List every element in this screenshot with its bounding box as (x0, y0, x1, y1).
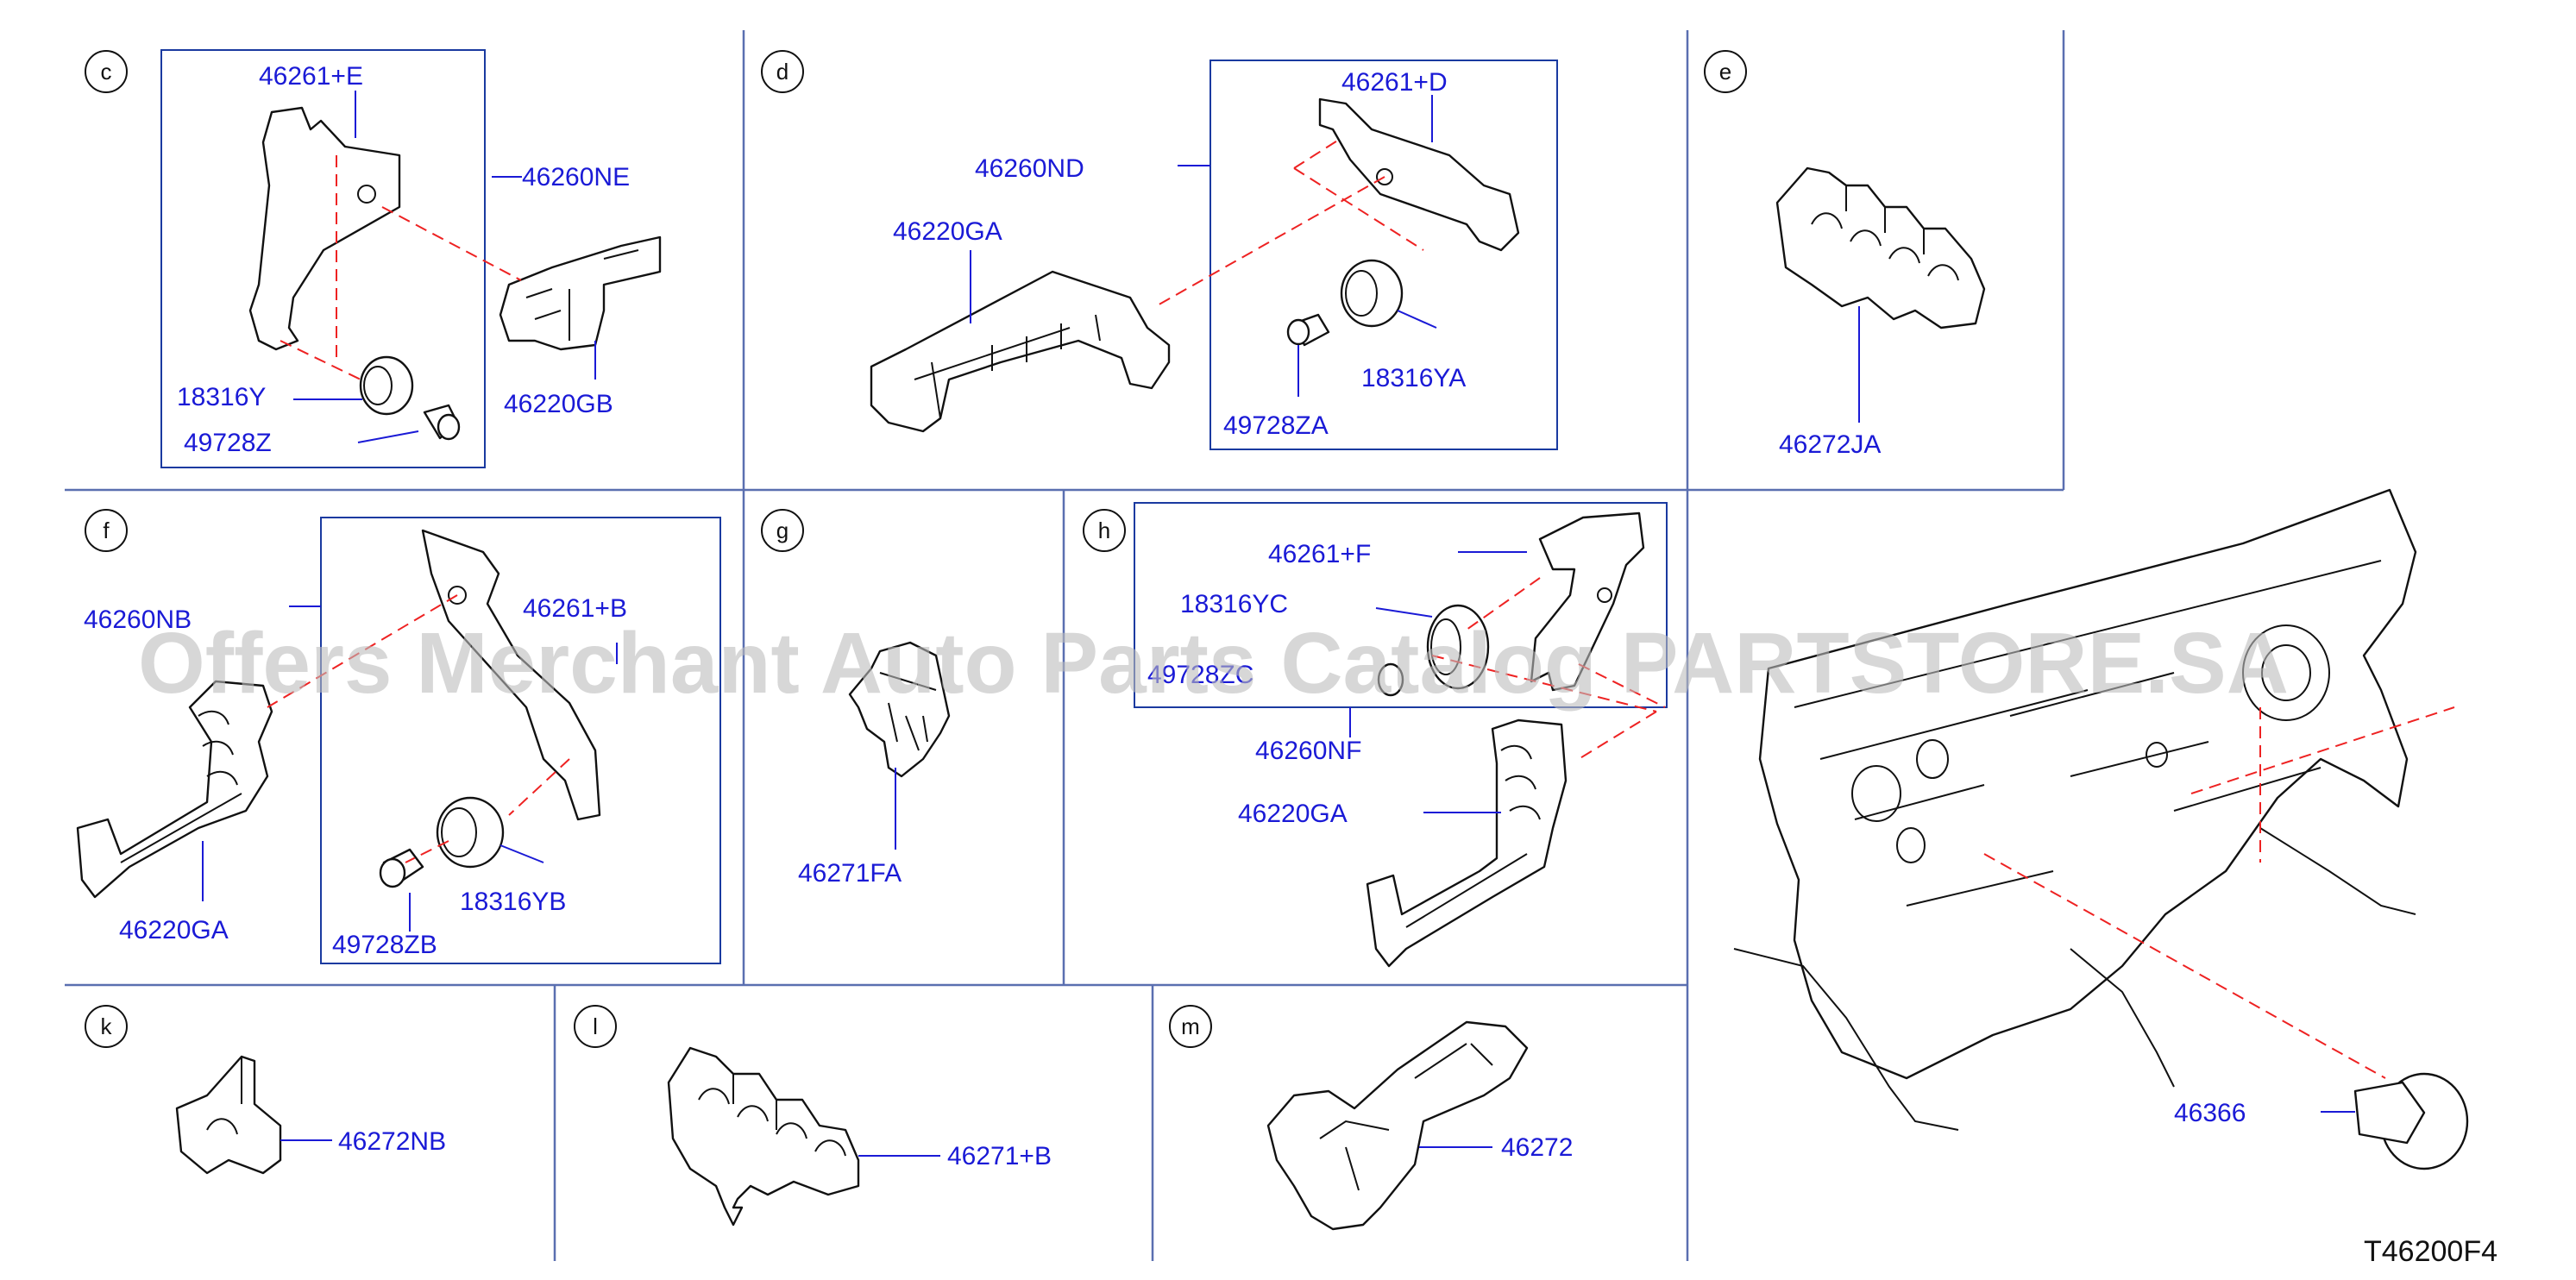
section-m: m (1169, 1005, 1529, 1231)
part-label-46261F: 46261+F (1268, 540, 1371, 568)
part-label-46271FA: 46271FA (798, 859, 902, 888)
clip-46220GA-h (1366, 718, 1568, 968)
watermark: Offers Merchant Auto Parts Catalog PARTS… (138, 615, 2289, 712)
part-label-46261E: 46261+E (259, 62, 363, 91)
section-label-c: c (101, 59, 112, 85)
clamp-46272JA (1775, 166, 1986, 329)
section-label-l: l (593, 1013, 598, 1039)
part-label-49728ZB: 49728ZB (332, 931, 437, 959)
clip-46272 (1266, 1020, 1529, 1231)
part-label-46220GA-d: 46220GA (893, 217, 1002, 246)
section-label-d-circle (761, 50, 804, 93)
section-k: k (85, 1005, 332, 1175)
section-label-f: f (103, 518, 110, 543)
section-label-e: e (1719, 59, 1731, 85)
clip-46271FA (848, 641, 951, 778)
part-label-46260NF: 46260NF (1255, 737, 1361, 765)
section-c: c (85, 49, 662, 468)
bracket-46261E (248, 106, 401, 351)
part-label-46260ND: 46260ND (975, 154, 1084, 183)
section-label-h-circle (1083, 509, 1126, 552)
clip-46220GB (499, 235, 662, 351)
section-label-e-circle (1704, 50, 1747, 93)
part-label-46366: 46366 (2174, 1099, 2246, 1127)
part-label-46220GB: 46220GB (504, 390, 613, 418)
part-label-18316YB: 18316YB (460, 888, 566, 916)
part-label-46260NB: 46260NB (84, 605, 192, 634)
part-label-46272JA: 46272JA (1779, 430, 1881, 459)
clip-46220GA-d (870, 270, 1171, 433)
section-label-f-circle (85, 509, 128, 552)
firewall-panel (1758, 488, 2417, 1080)
section-label-m-circle (1169, 1005, 1212, 1048)
part-label-18316Y: 18316Y (177, 383, 266, 411)
diagram-code: T46200F4 (2364, 1235, 2497, 1268)
overview-panel (1733, 488, 2469, 1170)
part-label-46220GA-f: 46220GA (119, 916, 229, 944)
subassembly-box-h (1134, 502, 1668, 708)
bolt-49728ZC (1377, 662, 1404, 697)
section-d: d (761, 50, 1558, 450)
clip-46272NB (175, 1055, 282, 1175)
section-label-h: h (1098, 518, 1110, 543)
part-label-49728ZA: 49728ZA (1223, 411, 1329, 440)
section-label-c-circle (85, 50, 128, 93)
section-h: h (1083, 502, 1668, 968)
grid-lines (65, 30, 2065, 1261)
section-l: l (574, 1005, 940, 1227)
part-label-46261D: 46261+D (1341, 68, 1448, 97)
section-e: e (1704, 50, 1986, 423)
subassembly-box-f (320, 517, 721, 964)
part-label-46260NE: 46260NE (522, 163, 630, 191)
bracket-46261B (421, 529, 601, 821)
bracket-46261D (1318, 97, 1520, 252)
section-label-k: k (101, 1013, 113, 1039)
section-label-d: d (776, 59, 789, 85)
part-label-46261B: 46261+B (523, 594, 627, 623)
section-f: f (76, 509, 721, 964)
part-label-46271B: 46271+B (947, 1142, 1052, 1170)
grommet-18316YA (1340, 259, 1404, 328)
section-label-k-circle (85, 1005, 128, 1048)
clamp-46271B (667, 1046, 860, 1227)
part-label-46220GA-h: 46220GA (1238, 800, 1348, 828)
part-label-46272NB: 46272NB (338, 1127, 446, 1156)
grommet-18316YB (436, 796, 505, 869)
bracket-46261F (1530, 511, 1645, 692)
part-label-49728Z: 49728Z (184, 429, 272, 457)
section-label-m: m (1181, 1013, 1200, 1039)
section-label-g-circle (761, 509, 804, 552)
subassembly-box-c (160, 49, 486, 468)
section-label-g: g (776, 518, 789, 543)
part-label-18316YA: 18316YA (1361, 364, 1466, 392)
grommet-18316Y (359, 355, 414, 416)
section-label-l-circle (574, 1005, 617, 1048)
part-label-49728ZC: 49728ZC (1147, 661, 1253, 689)
grommet-18316YC (1426, 604, 1490, 690)
clip-46220GA-f (76, 680, 273, 899)
subassembly-box-d (1209, 60, 1558, 450)
section-g: g (761, 509, 951, 850)
part-label-18316YC: 18316YC (1180, 590, 1288, 618)
part-label-46272: 46272 (1501, 1133, 1573, 1162)
